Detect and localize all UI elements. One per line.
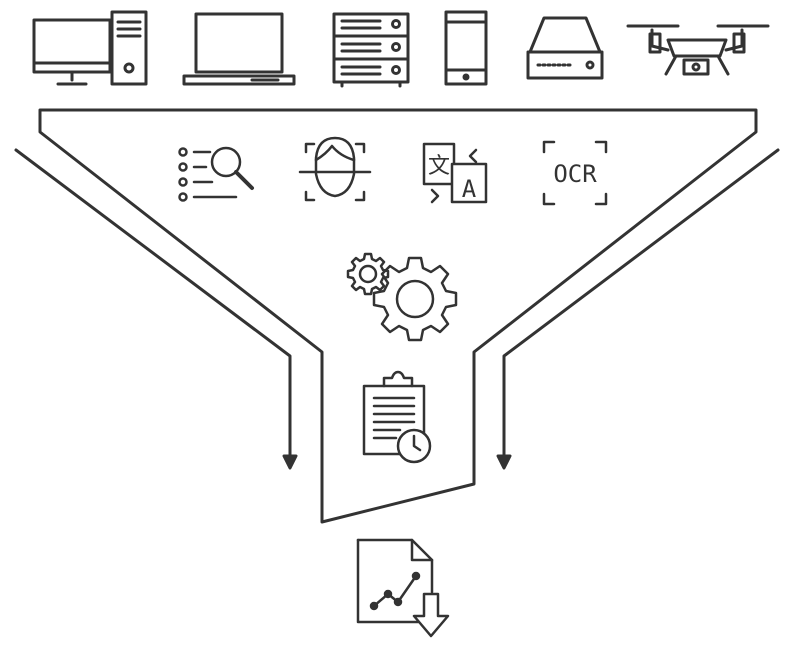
server-rack-icon: [332, 12, 410, 88]
funnel-outline: [38, 108, 758, 524]
desktop-computer-icon: [32, 10, 148, 86]
right-flow-arrow: [496, 148, 780, 470]
translation-icon: 文 A: [422, 142, 488, 204]
laptop-icon: [182, 12, 296, 86]
translation-target-glyph: A: [462, 175, 477, 203]
smartphone-icon: [444, 10, 488, 86]
list-search-icon: [178, 146, 254, 202]
drone-icon: [626, 24, 770, 76]
translation-source-glyph: 文: [428, 154, 450, 179]
clipboard-timed-report-icon: [362, 370, 432, 464]
face-recognition-icon: [298, 136, 372, 202]
processing-tools-row: 文 A OCR: [178, 136, 608, 206]
ocr-icon: OCR: [542, 140, 608, 206]
gears-icon: [346, 252, 458, 342]
ocr-label: OCR: [553, 160, 597, 188]
device-row: [32, 10, 770, 88]
chart-download-document-icon: [356, 538, 450, 638]
network-storage-icon: [526, 16, 604, 80]
left-flow-arrow: [14, 148, 298, 470]
